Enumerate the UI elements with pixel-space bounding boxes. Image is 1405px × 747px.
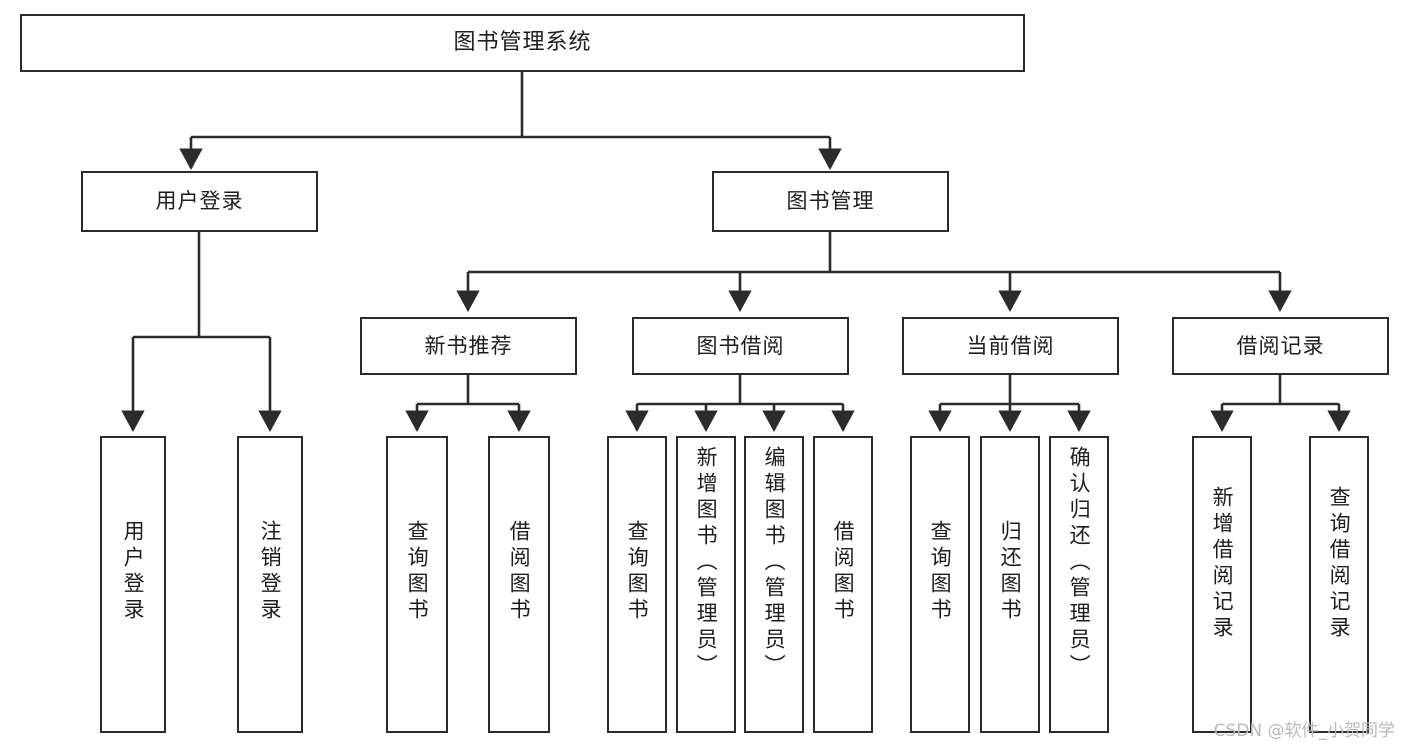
node-current-borrow[interactable]: 当前借阅 <box>902 317 1119 375</box>
leaf-new-book-query-label: 查询图书 <box>405 520 430 624</box>
leaf-new-book-query[interactable]: 查询图书 <box>386 436 448 733</box>
node-borrow-record-label: 借阅记录 <box>1236 333 1325 358</box>
node-book-borrow[interactable]: 图书借阅 <box>632 317 849 375</box>
leaf-new-book-borrow[interactable]: 借阅图书 <box>488 436 550 733</box>
leaf-borrow-add-book-admin-label: 新增图书（管理员） <box>694 446 719 680</box>
watermark-text: CSDN @软件_小贺同学 <box>1213 721 1395 741</box>
leaf-user-login-login[interactable]: 用户登录 <box>100 436 166 733</box>
leaf-borrow-add-book-admin[interactable]: 新增图书（管理员） <box>676 436 736 733</box>
leaf-new-book-borrow-label: 借阅图书 <box>507 520 532 624</box>
node-root-label: 图书管理系统 <box>453 30 592 56</box>
leaf-borrow-query-book-label: 查询图书 <box>625 520 650 624</box>
node-book-borrow-label: 图书借阅 <box>696 333 785 358</box>
leaf-borrow-query-book[interactable]: 查询图书 <box>607 436 667 733</box>
node-user-login[interactable]: 用户登录 <box>81 171 318 232</box>
leaf-current-confirm-return-admin-label: 确认归还（管理员） <box>1067 446 1092 680</box>
leaf-borrow-borrow-book[interactable]: 借阅图书 <box>813 436 873 733</box>
node-new-book-recommend[interactable]: 新书推荐 <box>360 317 577 375</box>
leaf-record-query-record[interactable]: 查询借阅记录 <box>1309 436 1369 733</box>
leaf-record-add-record[interactable]: 新增借阅记录 <box>1192 436 1252 733</box>
node-borrow-record[interactable]: 借阅记录 <box>1172 317 1389 375</box>
leaf-current-query-book-label: 查询图书 <box>928 520 953 624</box>
node-book-management-label: 图书管理 <box>786 189 875 214</box>
leaf-record-query-record-label: 查询借阅记录 <box>1327 486 1352 642</box>
node-new-book-recommend-label: 新书推荐 <box>424 333 513 358</box>
leaf-current-return-book-label: 归还图书 <box>998 520 1023 624</box>
leaf-user-login-logout[interactable]: 注销登录 <box>237 436 303 733</box>
leaf-record-add-record-label: 新增借阅记录 <box>1210 486 1235 642</box>
leaf-current-return-book[interactable]: 归还图书 <box>980 436 1040 733</box>
node-user-login-label: 用户登录 <box>155 189 244 214</box>
leaf-current-confirm-return-admin[interactable]: 确认归还（管理员） <box>1049 436 1109 733</box>
leaf-borrow-edit-book-admin[interactable]: 编辑图书（管理员） <box>744 436 804 733</box>
leaf-user-login-login-label: 用户登录 <box>121 520 146 624</box>
leaf-borrow-borrow-book-label: 借阅图书 <box>831 520 856 624</box>
leaf-borrow-edit-book-admin-label: 编辑图书（管理员） <box>762 446 787 680</box>
node-current-borrow-label: 当前借阅 <box>966 333 1055 358</box>
leaf-current-query-book[interactable]: 查询图书 <box>910 436 970 733</box>
node-book-management[interactable]: 图书管理 <box>712 171 949 232</box>
leaf-user-login-logout-label: 注销登录 <box>258 520 283 624</box>
node-root[interactable]: 图书管理系统 <box>20 14 1025 72</box>
